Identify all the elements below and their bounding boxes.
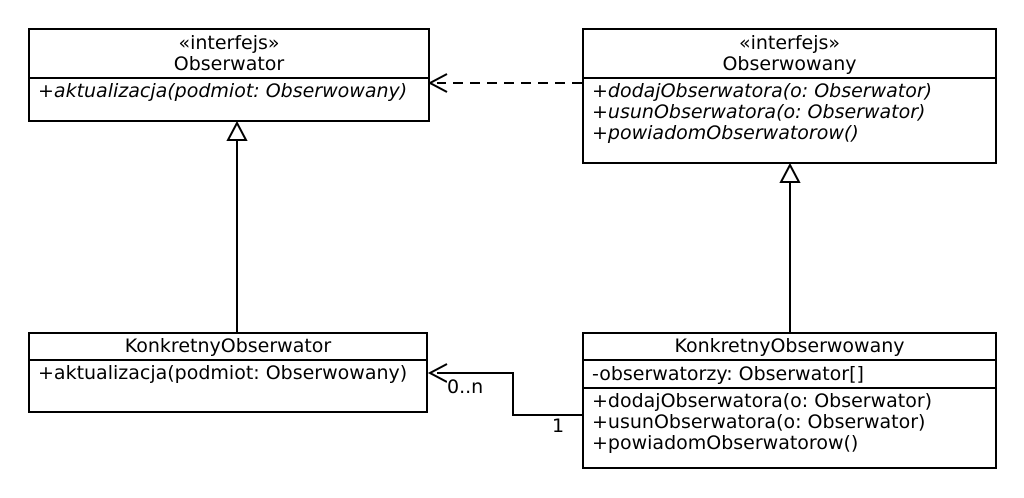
methods-compartment: +aktualizacja(podmiot: Obserwowany) (30, 361, 426, 386)
class-header: «interfejs» Obserwowany (584, 30, 995, 79)
method-item: +dodajObserwatora(o: Obserwator) (592, 80, 933, 102)
class-name: KonkretnyObserwator (124, 335, 332, 357)
method-item: +powiadomObserwatorow() (592, 432, 859, 454)
dependency-arrow (427, 73, 582, 93)
class-header: KonkretnyObserwator (30, 334, 426, 361)
class-box-konkretny-obserwowany: KonkretnyObserwowany -obserwatorzy: Obse… (582, 332, 997, 469)
class-box-obserwowany: «interfejs» Obserwowany +dodajObserwator… (582, 28, 997, 164)
methods-compartment: +aktualizacja(podmiot: Obserwowany) (30, 79, 428, 104)
class-box-konkretny-obserwator: KonkretnyObserwator +aktualizacja(podmio… (28, 332, 428, 413)
method-item: +usunObserwatora(o: Obserwator) (592, 101, 926, 123)
method-item: +dodajObserwatora(o: Obserwator) (592, 390, 933, 412)
hollow-triangle-icon (779, 162, 801, 183)
open-arrowhead-icon (427, 73, 448, 93)
class-name: Obserwator (173, 53, 285, 75)
attributes-compartment: -obserwatorzy: Obserwator[] (584, 361, 995, 389)
class-header: «interfejs» Obserwator (30, 30, 428, 79)
attribute-item: -obserwatorzy: Obserwator[] (592, 363, 864, 385)
stereotype-label: «interfejs» (738, 32, 841, 54)
class-box-obserwator: «interfejs» Obserwator +aktualizacja(pod… (28, 28, 430, 122)
multiplicity-target: 0..n (447, 376, 484, 398)
method-item: +usunObserwatora(o: Obserwator) (592, 411, 926, 433)
methods-compartment: +dodajObserwatora(o: Obserwator) +usunOb… (584, 389, 995, 456)
method-item: +powiadomObserwatorow() (592, 122, 859, 144)
generalization-obserwator (226, 120, 248, 332)
hollow-triangle-icon (226, 120, 248, 141)
method-item: +aktualizacja(podmiot: Obserwowany) (38, 362, 408, 384)
method-item: +aktualizacja(podmiot: Obserwowany) (38, 80, 408, 102)
class-header: KonkretnyObserwowany (584, 334, 995, 361)
stereotype-label: «interfejs» (178, 32, 280, 54)
class-name: Obserwowany (722, 53, 857, 75)
class-name: KonkretnyObserwowany (674, 335, 905, 357)
open-arrowhead-icon (427, 363, 448, 383)
generalization-obserwowany (779, 162, 801, 332)
multiplicity-source: 1 (552, 415, 565, 437)
methods-compartment: +dodajObserwatora(o: Obserwator) +usunOb… (584, 79, 995, 146)
